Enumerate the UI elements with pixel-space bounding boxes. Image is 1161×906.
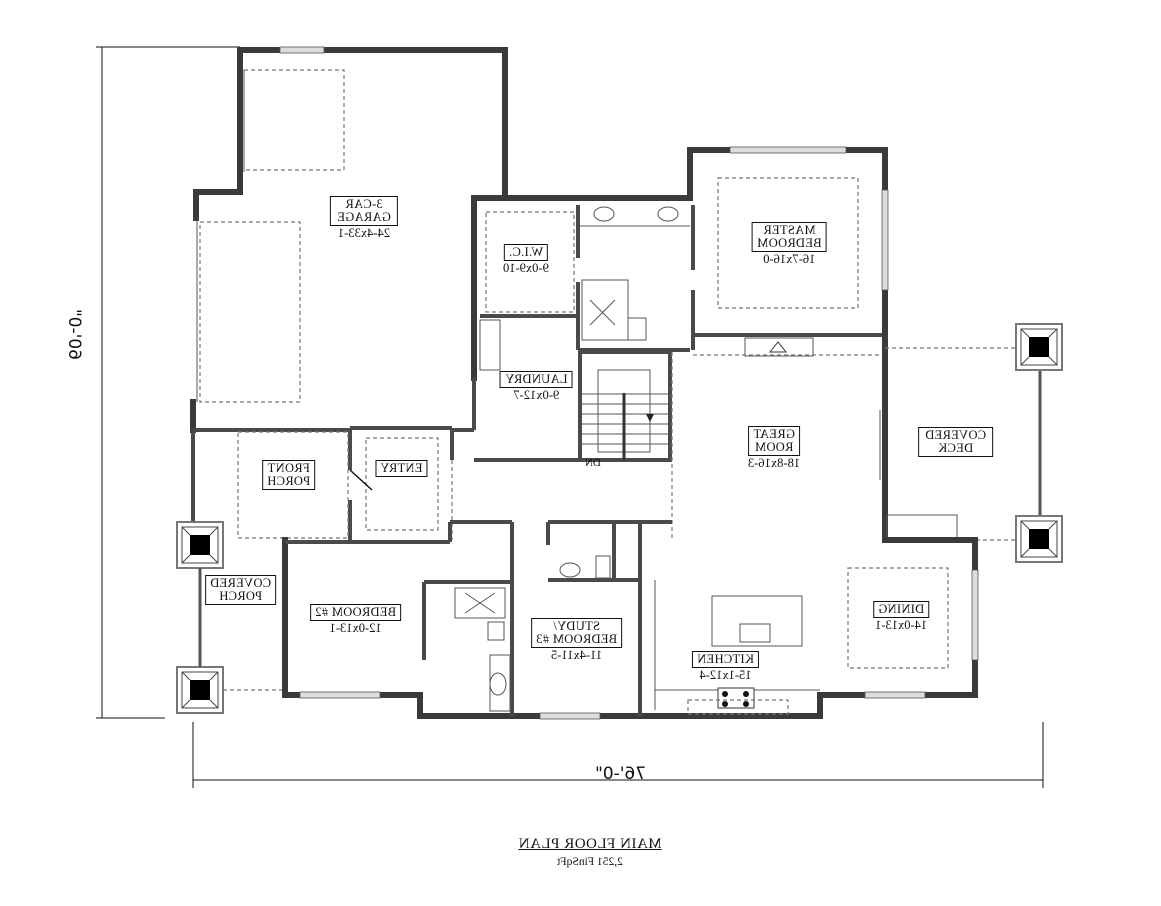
- windows: [299, 146, 979, 720]
- plan-title: MAIN FLOOR PLAN: [518, 836, 662, 852]
- overall-depth-dimension: 60'-0": [64, 308, 84, 360]
- column-icon: [176, 666, 224, 714]
- room-label-kitchen: KITCHEN 15-1x12-4: [692, 651, 759, 682]
- room-label-bedroom-2: BEDROOM #2 12-0x13-1: [310, 604, 402, 635]
- room-label-wic: W.I.C. 9-0x9-10: [503, 244, 549, 276]
- room-label-study-bedroom-3: STUDY/BEDROOM #3 11-4x11-5: [531, 618, 623, 662]
- plan-area: 2,251 FinSqFt: [557, 856, 623, 868]
- laundry-entry-walls: [191, 378, 578, 540]
- overall-width-dimension: 76'-0": [595, 764, 647, 784]
- column-icon: [1015, 323, 1063, 371]
- room-label-entry: ENTRY: [375, 460, 428, 478]
- plan-title-block: MAIN FLOOR PLAN 2,251 FinSqFt: [502, 836, 678, 868]
- column-icon: [176, 521, 224, 569]
- dimension-lines: [96, 46, 1044, 788]
- stairs: [578, 350, 672, 462]
- room-label-laundry: LAUNDRY 9-0x12-7: [500, 371, 573, 402]
- master-bedroom-walls: [693, 177, 885, 357]
- column-icon: [1015, 515, 1063, 563]
- stair-direction-label: DN: [585, 457, 601, 469]
- columns: [176, 323, 1063, 714]
- garage-walls: [190, 46, 508, 433]
- room-label-dining: DINING 14-0x13-1: [873, 601, 930, 632]
